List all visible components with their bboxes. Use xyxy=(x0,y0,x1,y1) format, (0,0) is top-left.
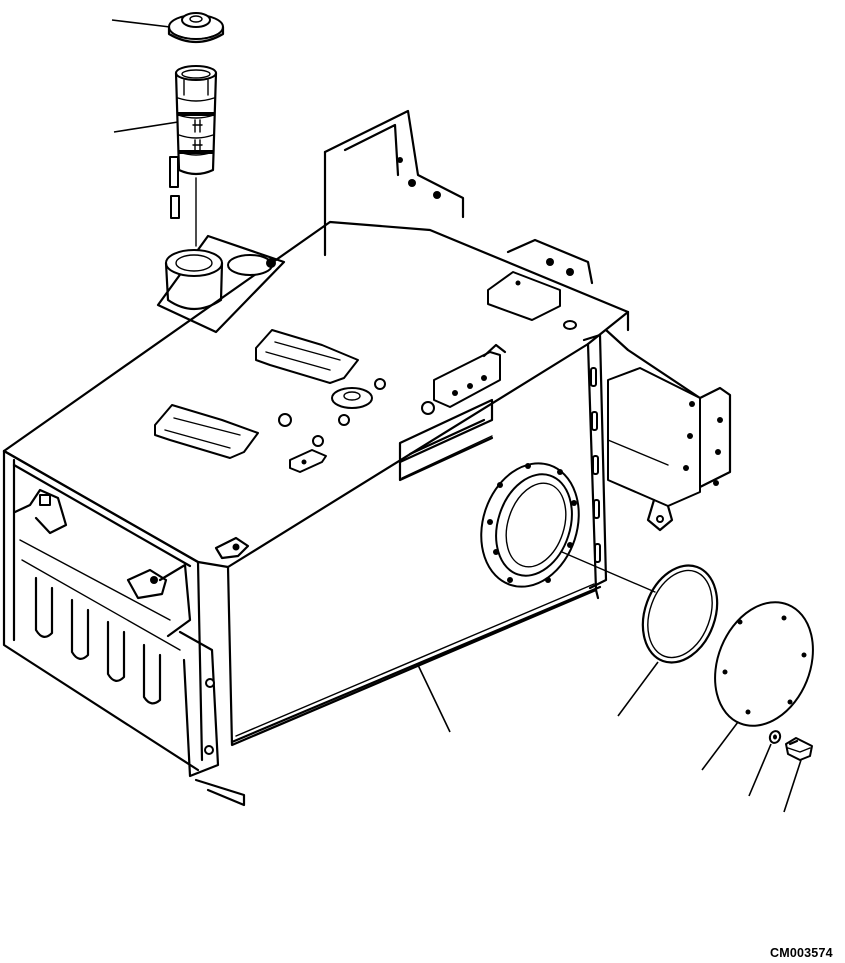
strainer xyxy=(169,65,218,247)
leader-bolt xyxy=(783,759,802,813)
leader-washer xyxy=(748,743,772,797)
leader-o-ring-alignment xyxy=(561,551,656,593)
leader-filler-cap xyxy=(111,19,171,28)
o-ring xyxy=(641,564,719,664)
filler-cap xyxy=(167,12,225,44)
leader-cover xyxy=(701,721,739,771)
leader-tank xyxy=(417,664,451,733)
washer xyxy=(768,730,782,744)
cover xyxy=(714,601,814,727)
leader-strainer xyxy=(113,121,179,133)
tank xyxy=(2,109,732,807)
bolt xyxy=(785,737,813,761)
drawing-code: CM003574 xyxy=(770,946,833,960)
leader-o-ring xyxy=(617,661,659,717)
